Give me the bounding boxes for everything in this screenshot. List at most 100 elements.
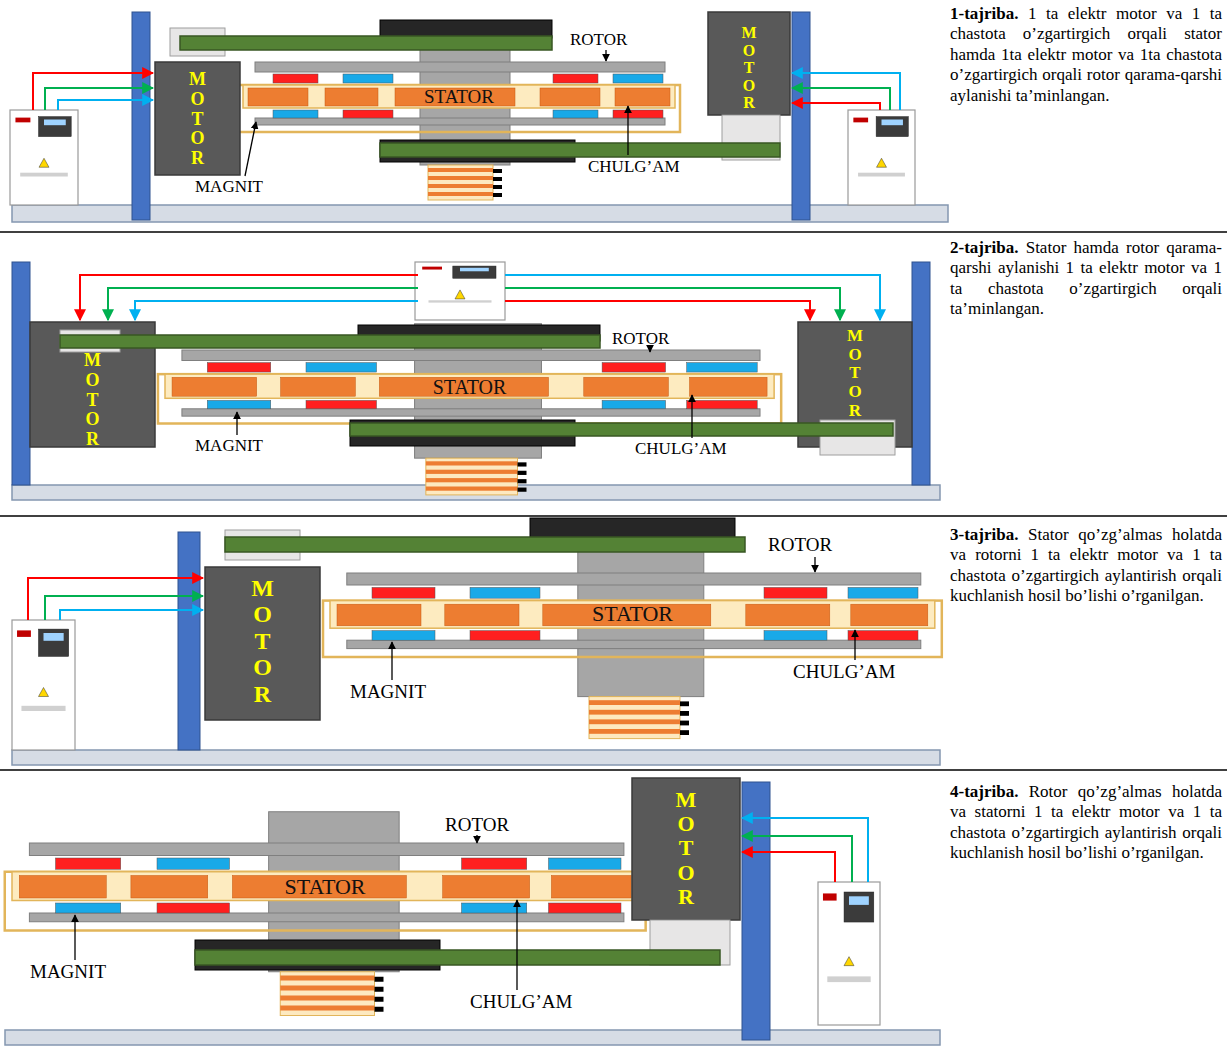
converter-logo (17, 630, 31, 637)
separator-line (0, 231, 1227, 232)
experiment-description: 4-tajriba. Rotor qo’zg’almas holatda va … (950, 782, 1222, 864)
stator-band: STATOR (165, 374, 774, 399)
magnet (273, 110, 318, 118)
coil-block (172, 377, 257, 396)
warning-sign (877, 158, 887, 167)
belt (195, 950, 720, 965)
coil-block (337, 604, 421, 626)
converter-logo (823, 893, 837, 900)
coil-block (551, 876, 631, 899)
magnet (602, 400, 665, 408)
converter-logo (853, 118, 868, 123)
frequency-converter (818, 882, 880, 1025)
coil-block (325, 88, 378, 106)
motor-box: MOTOR (155, 62, 240, 175)
leader-line (74, 915, 75, 960)
coil-terminal (518, 471, 527, 475)
part-label: MAGNIT (350, 682, 426, 703)
converter-logo (15, 118, 30, 123)
coil-block (379, 377, 548, 396)
part-label: ROTOR (768, 535, 832, 556)
motor-box: MOTOR (632, 778, 740, 920)
support-post (792, 12, 810, 220)
converter-label-area (20, 173, 68, 177)
power-wire (742, 836, 852, 882)
magnet (462, 858, 527, 869)
rotor-disc (29, 913, 624, 922)
leader-line (476, 835, 477, 843)
warning-sign (39, 688, 49, 697)
magnet (273, 74, 318, 83)
warning-sign (844, 957, 854, 966)
stator-frame (5, 872, 646, 931)
converter-panel (844, 892, 874, 922)
magnet (207, 363, 270, 372)
warning-sign (39, 158, 49, 167)
belt (350, 423, 893, 436)
belt (380, 143, 780, 157)
power-wire (505, 288, 840, 320)
power-wire (742, 852, 835, 882)
converter-panel (876, 117, 908, 137)
base-plate (5, 1030, 940, 1045)
coil-terminal (680, 711, 689, 716)
coil-winding (426, 461, 518, 465)
stator-band (243, 85, 675, 108)
part-label: MAGNIT (195, 437, 263, 456)
coil-terminal (493, 177, 502, 181)
rotor-disc (255, 118, 665, 125)
stator-label: STATOR (433, 377, 507, 397)
motor-body (205, 567, 320, 720)
stator-label: STATOR (424, 87, 494, 106)
coil-terminal (518, 479, 527, 483)
motor-box: MOTOR (30, 322, 155, 452)
coil-block (445, 604, 519, 626)
magnet (549, 858, 622, 869)
belt (225, 537, 745, 552)
coil-terminal (375, 1007, 384, 1012)
magnet (157, 903, 230, 913)
power-wire (792, 88, 890, 110)
magnet (470, 631, 540, 641)
leader-line (627, 106, 628, 155)
motor-body (155, 62, 240, 175)
coil-winding (280, 996, 374, 1001)
coil-terminal (518, 488, 527, 492)
rotor-disc (255, 62, 665, 72)
coil-terminal (493, 185, 502, 189)
part-label: ROTOR (570, 31, 627, 50)
experiment-description: 1-tajriba. 1 ta elektr motor va 1 ta cha… (950, 4, 1222, 106)
coil-block (540, 88, 600, 106)
coil-terminal (680, 730, 689, 735)
coil-winding (589, 729, 680, 734)
coil-terminal (680, 721, 689, 726)
motor-label: MOTOR (84, 351, 102, 450)
motor-box: MOTOR (708, 12, 790, 115)
coil-winding (428, 176, 493, 180)
magnet (687, 400, 758, 408)
converter-label-area (21, 706, 65, 711)
coil-winding (426, 470, 518, 474)
stator-band: STATOR (243, 85, 675, 108)
coil-winding (428, 168, 493, 172)
magnet (687, 363, 758, 372)
leader-line (605, 50, 606, 61)
power-wire (505, 301, 810, 320)
coil-block (746, 604, 830, 626)
magnet (343, 74, 393, 83)
leader-line (649, 349, 650, 352)
coil-terminal (375, 987, 384, 992)
motor-label: MOTOR (675, 788, 697, 909)
coil-terminal (493, 169, 502, 173)
leader-line (516, 900, 517, 990)
support-post (742, 782, 770, 1040)
experiment-number: 4-tajriba. (950, 782, 1018, 801)
converter-panel (38, 629, 68, 656)
magnet (157, 858, 230, 869)
stator-band (165, 374, 774, 398)
leader-line (236, 412, 237, 435)
coil-terminal (518, 462, 527, 466)
magnet (848, 587, 918, 598)
coil-block (615, 88, 670, 106)
coil-block (281, 377, 356, 396)
